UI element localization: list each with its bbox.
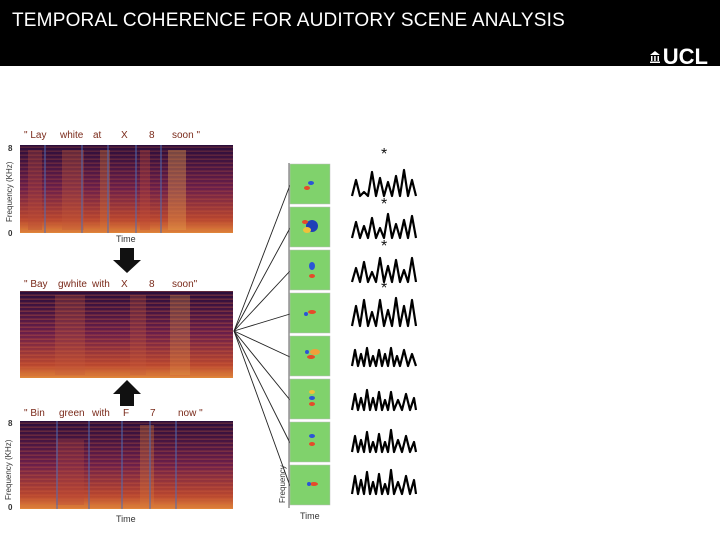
top-y-min: 0: [8, 229, 13, 238]
response-traces: [350, 168, 418, 496]
mixture-spectrogram: [20, 291, 233, 378]
filter-1: [289, 163, 331, 205]
response-trace-8: [350, 468, 418, 496]
mix-word-2: gwhite: [58, 279, 87, 290]
top-word-3: at: [93, 130, 102, 141]
filter-8: [289, 464, 331, 506]
top-y-max: 8: [8, 144, 13, 153]
bottom-word-3: with: [92, 408, 110, 419]
filter-7: [289, 421, 331, 463]
slide-title: TEMPORAL COHERENCE FOR AUDITORY SCENE AN…: [12, 10, 565, 31]
mix-word-6: soon": [172, 279, 198, 290]
filter-3: [289, 249, 331, 291]
bottom-word-4: F: [123, 408, 130, 419]
star-marker-4: *: [381, 280, 388, 297]
bottom-word-5: 7: [150, 408, 156, 419]
mix-word-3: with: [92, 279, 110, 290]
top-word-1: " Lay: [24, 130, 47, 141]
response-trace-3: [350, 256, 418, 284]
bottom-x-axis-label: Time: [116, 514, 136, 524]
title-bar: TEMPORAL COHERENCE FOR AUDITORY SCENE AN…: [0, 0, 720, 69]
filter-2: [289, 206, 331, 248]
bottom-word-1: " Bin: [24, 408, 45, 419]
filter-panels: [289, 163, 331, 506]
filter-6: [289, 378, 331, 420]
star-marker-1: *: [381, 146, 388, 163]
bottom-y-min: 0: [8, 503, 13, 512]
mix-word-4: X: [121, 279, 128, 290]
star-marker-2: *: [381, 196, 388, 213]
down-arrow: [113, 248, 141, 273]
ucl-logo: UCL: [649, 44, 708, 70]
bottom-word-6: now ": [178, 408, 203, 419]
top-spectrogram: [20, 145, 233, 233]
filter-x-axis-label: Time: [300, 511, 320, 521]
top-word-5: 8: [149, 130, 155, 141]
response-trace-1: [350, 168, 418, 198]
top-word-2: white: [60, 130, 84, 141]
bottom-word-2: green: [59, 408, 85, 419]
filter-4: [289, 292, 331, 334]
up-arrow: [113, 380, 141, 406]
logo-text: UCL: [662, 44, 708, 69]
response-trace-4: [350, 296, 418, 328]
portico-icon: [649, 51, 660, 63]
response-trace-5: [350, 346, 418, 368]
star-marker-3: *: [381, 238, 388, 255]
bottom-y-max: 8: [8, 419, 13, 428]
response-trace-6: [350, 388, 418, 412]
bottom-spectrogram: [20, 421, 233, 509]
response-trace-2: [350, 212, 418, 240]
mix-word-1: " Bay: [24, 279, 48, 290]
top-word-6: soon ": [172, 130, 201, 141]
top-word-4: X: [121, 130, 128, 141]
response-trace-7: [350, 428, 418, 454]
filter-5: [289, 335, 331, 377]
mix-word-5: 8: [149, 279, 155, 290]
fan-lines: [233, 184, 291, 487]
top-x-axis-label: Time: [116, 234, 136, 244]
